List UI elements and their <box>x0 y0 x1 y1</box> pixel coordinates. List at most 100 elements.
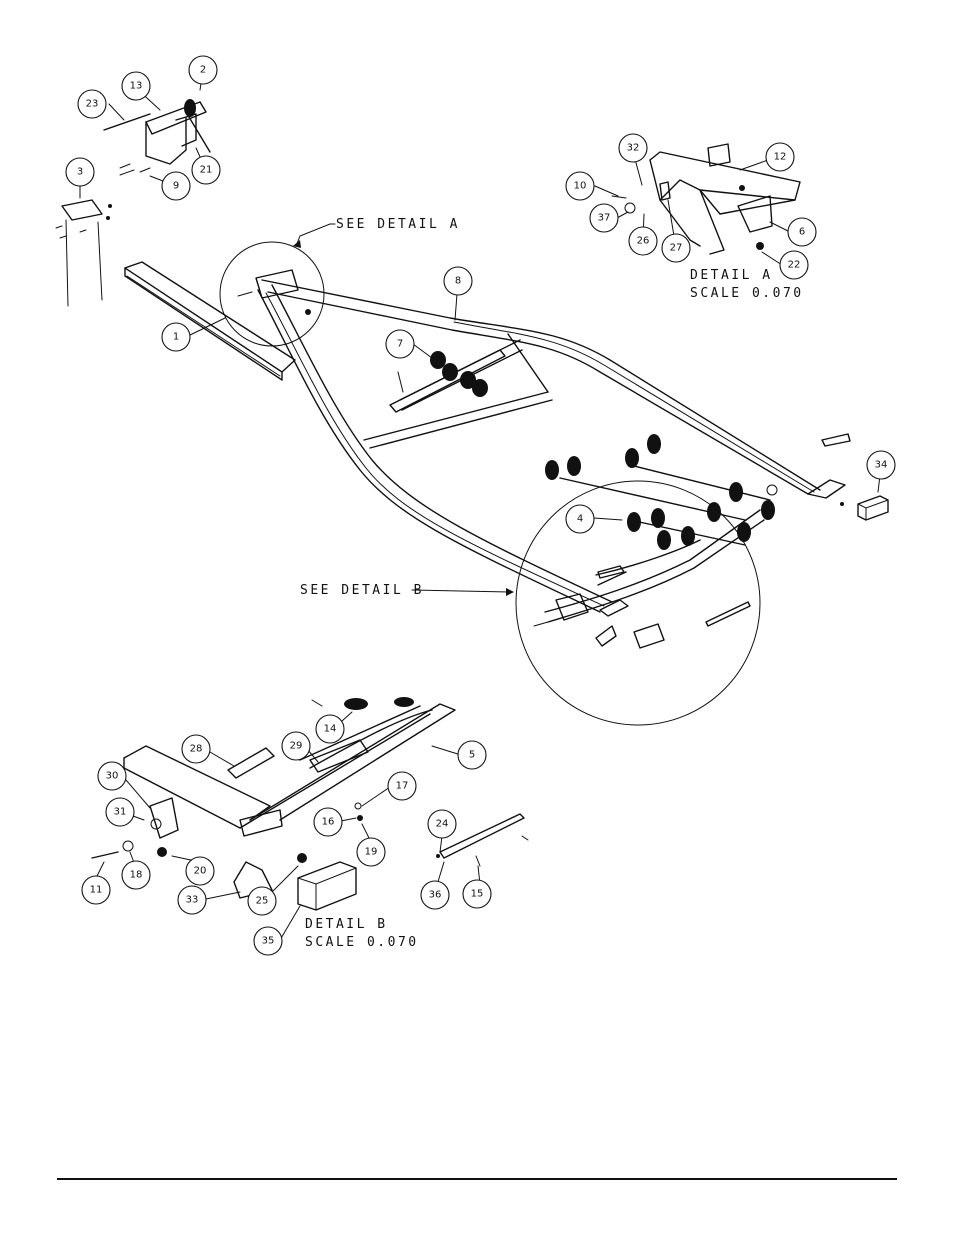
callout-circle <box>765 142 795 172</box>
callout-number: 5 <box>469 750 475 761</box>
callout-8: 8 <box>443 266 473 296</box>
callout-11: 11 <box>81 875 111 905</box>
roller-wheels <box>545 434 778 550</box>
callout-19: 19 <box>356 837 386 867</box>
callout-circle <box>628 226 658 256</box>
callout-circle <box>188 55 218 85</box>
leader-lines <box>79 69 882 941</box>
callout-number: 35 <box>262 936 275 947</box>
callout-number: 17 <box>396 781 409 792</box>
callout-16: 16 <box>313 807 343 837</box>
callout-circle <box>181 734 211 764</box>
callout-14: 14 <box>315 714 345 744</box>
callout-number: 26 <box>637 236 650 247</box>
callout-1: 1 <box>161 322 191 352</box>
callout-circle <box>97 761 127 791</box>
callout-number: 13 <box>130 81 143 92</box>
tongue-block <box>840 495 889 521</box>
callout-7: 7 <box>385 329 415 359</box>
callout-circle <box>191 155 221 185</box>
callout-17: 17 <box>387 771 417 801</box>
callout-number: 2 <box>200 65 206 76</box>
callout-29: 29 <box>281 731 311 761</box>
callout-31: 31 <box>105 797 135 827</box>
callout-circle <box>121 71 151 101</box>
callout-number: 34 <box>875 460 888 471</box>
callout-number: 3 <box>77 167 83 178</box>
callout-number: 4 <box>577 514 583 525</box>
callout-circle <box>787 217 817 247</box>
callout-circle <box>81 875 111 905</box>
callout-number: 18 <box>130 870 143 881</box>
callout-33: 33 <box>177 885 207 915</box>
see-detail-a-label: SEE DETAIL A <box>336 217 460 232</box>
callout-circle <box>866 450 896 480</box>
callout-circle <box>105 797 135 827</box>
callout-number: 24 <box>436 819 449 830</box>
callout-10: 10 <box>565 171 595 201</box>
callout-circle <box>281 731 311 761</box>
callout-3: 3 <box>65 157 95 187</box>
callout-number: 12 <box>774 152 787 163</box>
callout-number: 15 <box>471 889 484 900</box>
detail-a-circle <box>219 223 336 347</box>
callout-4: 4 <box>565 504 595 534</box>
callout-36: 36 <box>420 880 450 910</box>
callout-circle <box>385 329 415 359</box>
callout-circle <box>565 171 595 201</box>
callout-27: 27 <box>661 233 691 263</box>
callout-circle <box>462 879 492 909</box>
callout-number: 9 <box>173 181 179 192</box>
callout-18: 18 <box>121 860 151 890</box>
callout-circle <box>618 133 648 163</box>
callout-37: 37 <box>589 203 619 233</box>
winch-assembly <box>103 99 211 176</box>
callout-circle <box>315 714 345 744</box>
callout-number: 10 <box>574 181 587 192</box>
callout-26: 26 <box>628 226 658 256</box>
callout-13: 13 <box>121 71 151 101</box>
callout-circle <box>185 856 215 886</box>
callout-23: 23 <box>77 89 107 119</box>
callout-circle <box>121 860 151 890</box>
callout-20: 20 <box>185 856 215 886</box>
callout-circle <box>420 880 450 910</box>
detail-b-circle <box>411 480 761 726</box>
callout-circle <box>161 322 191 352</box>
roller-bunk-assembly <box>389 349 506 413</box>
callout-circle <box>661 233 691 263</box>
callout-number: 7 <box>397 339 403 350</box>
callout-number: 36 <box>429 890 442 901</box>
callout-circle <box>565 504 595 534</box>
callout-circle <box>356 837 386 867</box>
callout-circle <box>313 807 343 837</box>
callout-22: 22 <box>779 250 809 280</box>
callout-number: 23 <box>86 99 99 110</box>
callout-32: 32 <box>618 133 648 163</box>
callout-number: 19 <box>365 847 378 858</box>
callout-6: 6 <box>787 217 817 247</box>
callout-2: 2 <box>188 55 218 85</box>
callout-circle <box>589 203 619 233</box>
callout-number: 27 <box>670 243 683 254</box>
callout-number: 1 <box>173 332 179 343</box>
callout-number: 21 <box>200 165 213 176</box>
callout-35: 35 <box>253 926 283 956</box>
callout-circle <box>457 740 487 770</box>
callout-circle <box>247 886 277 916</box>
callout-number: 37 <box>598 213 611 224</box>
callout-number: 30 <box>106 771 119 782</box>
callout-number: 28 <box>190 744 203 755</box>
see-detail-b-label: SEE DETAIL B <box>300 583 424 598</box>
callout-24: 24 <box>427 809 457 839</box>
callout-number: 33 <box>186 895 199 906</box>
callout-30: 30 <box>97 761 127 791</box>
callout-circle <box>387 771 417 801</box>
callout-number: 16 <box>322 817 335 828</box>
callout-9: 9 <box>161 171 191 201</box>
coupler-chains <box>55 199 112 307</box>
callout-number: 20 <box>194 866 207 877</box>
callout-34: 34 <box>866 450 896 480</box>
